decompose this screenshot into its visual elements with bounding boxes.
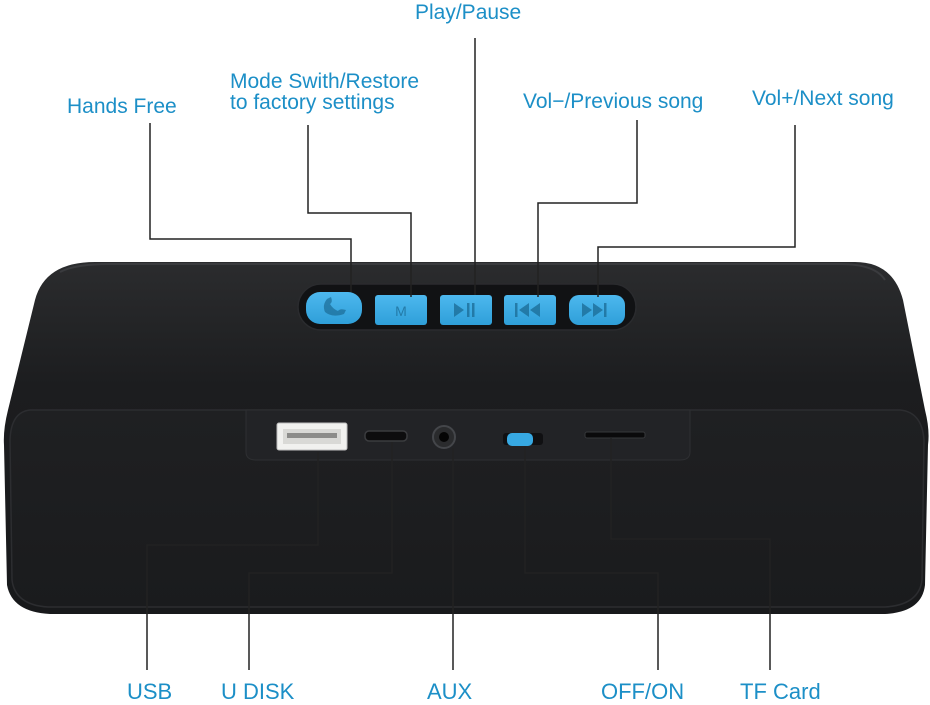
- power-switch[interactable]: [503, 433, 543, 446]
- leader-next: [597, 125, 796, 297]
- phone-icon: [323, 297, 346, 316]
- leader-hands-free: [149, 123, 352, 292]
- usb-port[interactable]: [276, 422, 348, 451]
- vol-minus-label: Vol−/Previous song: [523, 90, 704, 113]
- leader-off-on: [524, 446, 659, 670]
- leader-previous: [537, 120, 638, 297]
- next-button[interactable]: [569, 295, 625, 325]
- m-icon: M: [395, 303, 407, 319]
- mode-button[interactable]: M: [375, 295, 427, 325]
- tf-card-label: TF Card: [740, 679, 821, 704]
- micro-usb-port[interactable]: [364, 430, 408, 442]
- usb-label: USB: [127, 679, 173, 704]
- leader-usb: [146, 452, 319, 670]
- hands-free-label: Hands Free: [67, 95, 177, 118]
- micro-usb-port-icon: [364, 430, 408, 442]
- leader-u-disk: [248, 442, 393, 670]
- vol-plus-label: Vol+/Next song: [752, 87, 894, 110]
- tf-card-slot-icon: [584, 431, 646, 439]
- next-icon: [582, 303, 607, 317]
- previous-button[interactable]: [504, 295, 556, 325]
- mode-switch-label-line1: Mode Swith/Restore: [230, 70, 420, 93]
- play-pause-button[interactable]: [440, 295, 492, 325]
- u-disk-label: U DISK: [221, 679, 295, 704]
- front-face: [9, 409, 925, 608]
- play-pause-icon: [454, 303, 475, 317]
- hands-free-button[interactable]: [306, 292, 362, 324]
- mode-switch-label-line2: to factory settings: [230, 91, 395, 114]
- aux-label: AUX: [427, 679, 473, 704]
- play-pause-label: Play/Pause: [415, 1, 522, 24]
- off-on-label: OFF/ON: [601, 679, 685, 704]
- port-panel: [245, 409, 691, 461]
- power-switch-icon: [507, 433, 533, 446]
- tf-card-slot[interactable]: [584, 431, 646, 439]
- leader-tf-card: [610, 438, 771, 670]
- leader-lines: [146, 38, 796, 670]
- leader-mode: [307, 125, 412, 297]
- aux-port[interactable]: [432, 425, 456, 449]
- previous-icon: [515, 303, 540, 317]
